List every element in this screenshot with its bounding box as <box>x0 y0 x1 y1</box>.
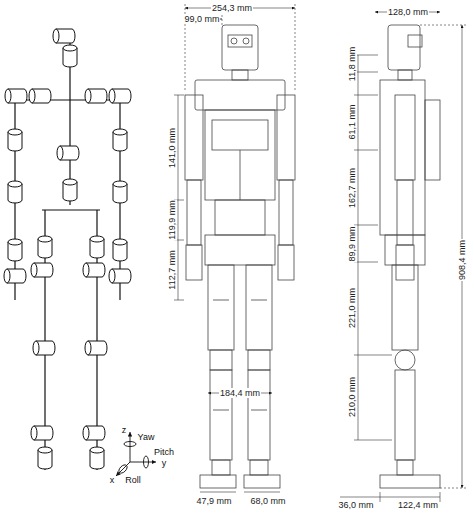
kinematic-skeleton <box>15 40 122 470</box>
dimension-label: 254,3 mm <box>211 3 253 13</box>
dimension-label: 119,9 mm <box>167 199 177 240</box>
dimension-label: 11,8 mm <box>347 46 357 82</box>
axis-label: Roll <box>125 475 141 485</box>
front-view-robot <box>185 25 295 488</box>
dimension-label: 221,0 mm <box>347 287 357 329</box>
dimension-label: 122,4 mm <box>397 500 439 510</box>
dimension-label: 89,9 mm <box>347 225 357 262</box>
axis-label: y <box>162 458 167 468</box>
dimension-label: 162,7 mm <box>347 167 357 209</box>
dimension-label: 184,4 mm <box>219 388 261 398</box>
dimension-label: 128,0 mm <box>387 7 429 17</box>
dimension-lines <box>174 4 466 502</box>
dimension-label: 36,0 mm <box>337 500 374 510</box>
axis-label: x <box>110 475 115 485</box>
axis-label: z <box>122 425 127 435</box>
axis-triad <box>116 432 156 476</box>
dimension-label: 210,0 mm <box>347 376 357 418</box>
axis-label: Yaw <box>138 432 155 442</box>
joint-cylinders <box>4 29 131 469</box>
dimension-label: 141,0 mm <box>167 127 177 169</box>
dimension-label: 61,1 mm <box>347 103 357 140</box>
dimension-label: 47,9 mm <box>195 496 232 506</box>
axis-label: Pitch <box>154 447 174 457</box>
side-view-robot <box>380 25 440 488</box>
dimension-label: 908,4 mm <box>457 239 467 281</box>
dimension-label: 99,0 mm <box>183 14 220 24</box>
dimension-label: 112,7 mm <box>167 249 177 290</box>
dimension-label: 68,0 mm <box>249 496 286 506</box>
